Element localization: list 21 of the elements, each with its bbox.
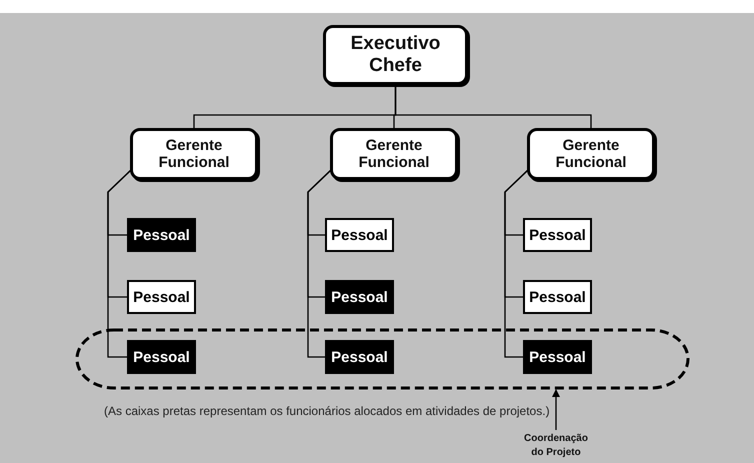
connector-line <box>307 170 332 358</box>
staff-box: Pessoal <box>127 340 196 374</box>
manager-box: Gerente Funcional <box>527 128 655 180</box>
dashed-outline <box>75 328 690 390</box>
note-text: (As caixas pretas representam os funcionários alocados em atividades de projetos.) <box>104 404 550 418</box>
connector-line <box>504 170 528 358</box>
executive-box: Executivo Chefe <box>323 25 468 85</box>
arrow <box>552 389 560 430</box>
callout-text: Coordenação do Projeto <box>521 431 591 461</box>
staff-box: Pessoal <box>325 280 394 314</box>
staff-box: Pessoal <box>325 218 394 252</box>
staff-box: Pessoal <box>127 218 196 252</box>
staff-box: Pessoal <box>523 280 592 314</box>
staff-box: Pessoal <box>523 340 592 374</box>
staff-box: Pessoal <box>523 218 592 252</box>
manager-box: Gerente Funcional <box>330 128 458 180</box>
connector-line <box>394 85 592 128</box>
connector-line <box>107 170 132 358</box>
staff-box: Pessoal <box>127 280 196 314</box>
staff-box: Pessoal <box>325 340 394 374</box>
manager-box: Gerente Funcional <box>130 128 258 180</box>
